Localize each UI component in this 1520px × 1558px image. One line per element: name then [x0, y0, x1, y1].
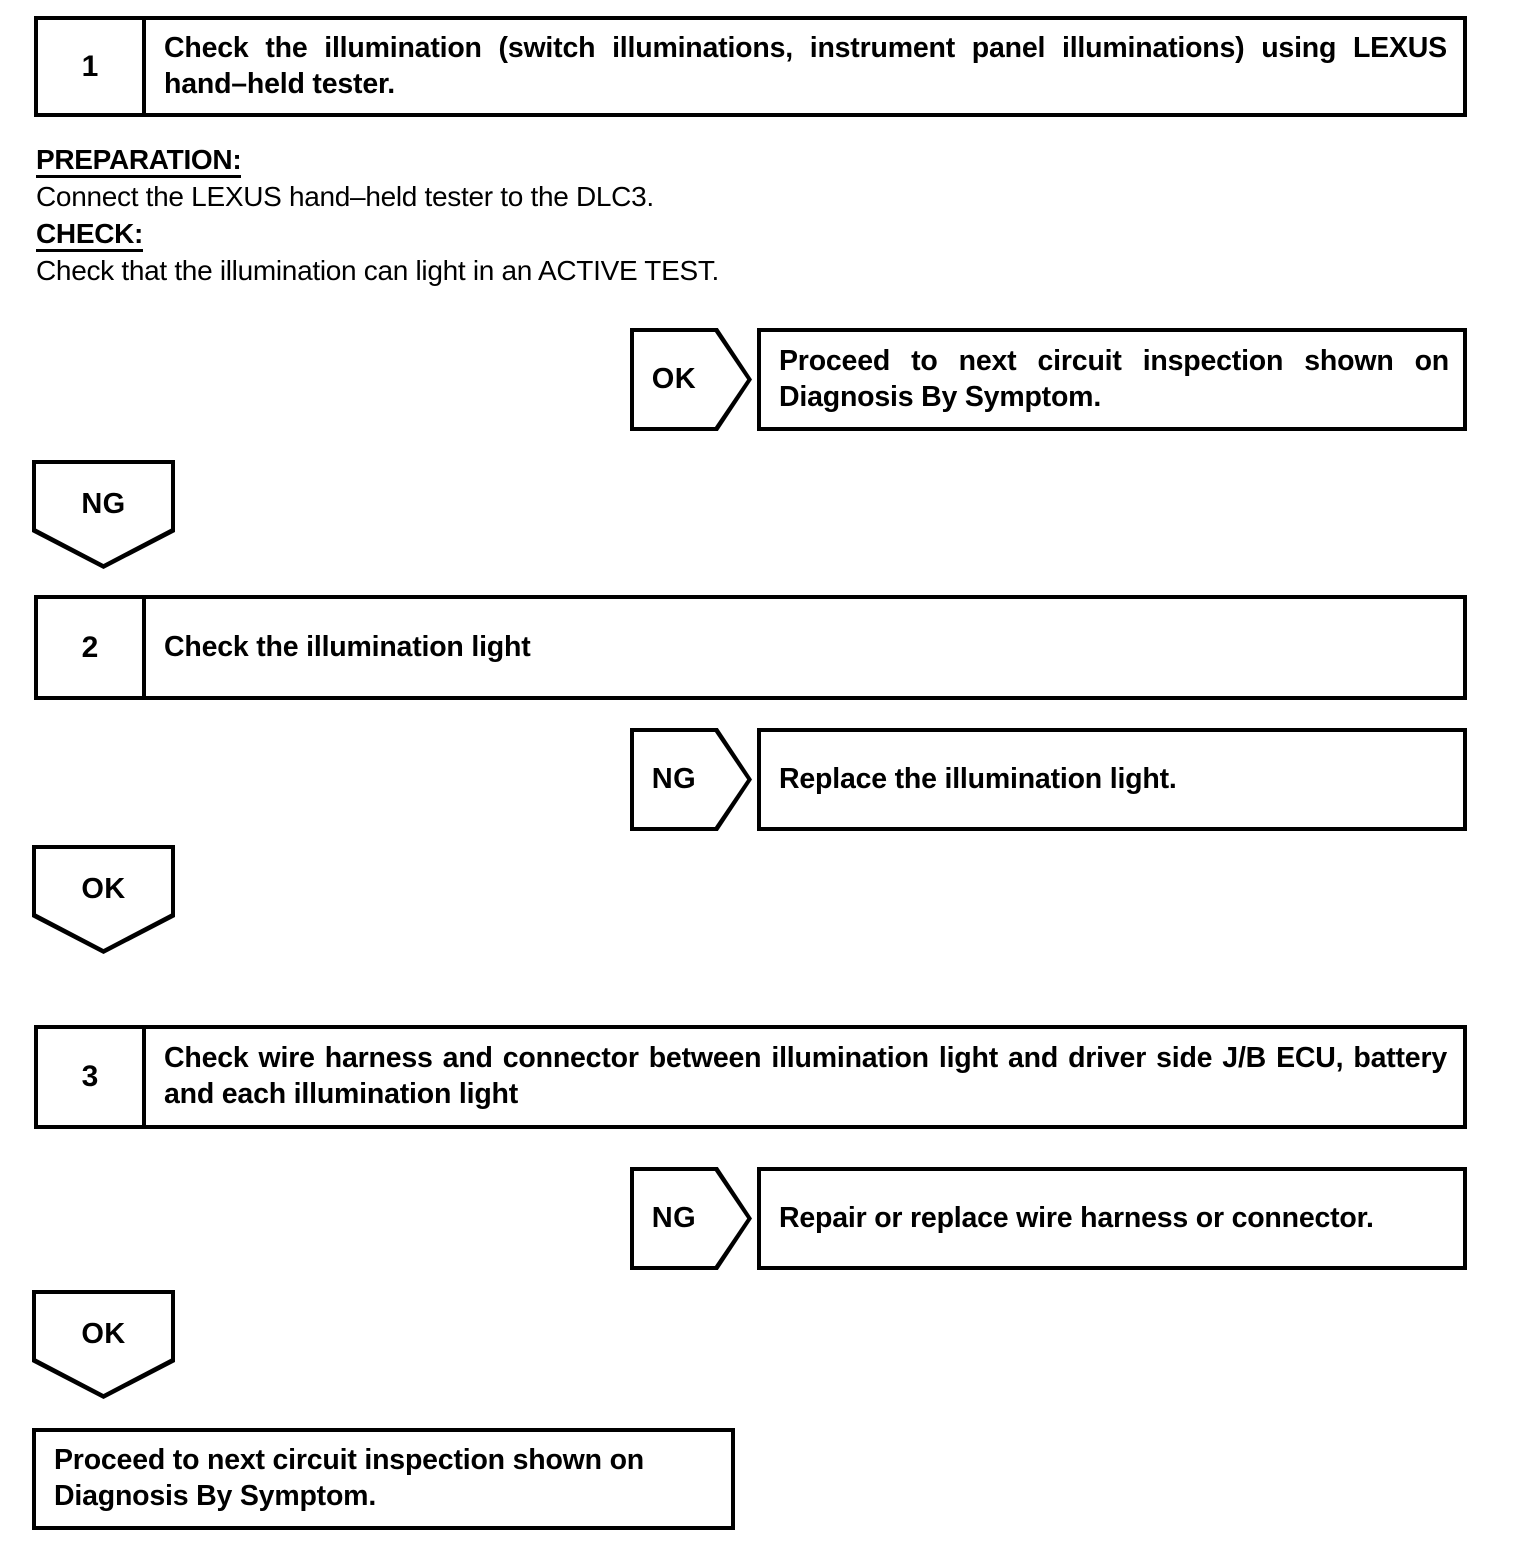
judgement-arrow-ng-2: NG	[630, 728, 752, 831]
branch-label-ng-1: NG	[81, 488, 126, 520]
step-number-1: 1	[38, 20, 146, 113]
result-box-2: Replace the illumination light.	[757, 728, 1467, 831]
note-body-check: Check that the illumination can light in…	[36, 255, 720, 286]
terminal-text: Proceed to next circuit inspection shown…	[54, 1444, 644, 1512]
result-text-1: Proceed to next circuit inspection shown…	[779, 344, 1449, 413]
step-instruction-1: Check the illumination (switch illuminat…	[164, 31, 1447, 100]
note-body-preparation: Connect the LEXUS hand–held tester to th…	[36, 181, 654, 212]
step-box-2: 2 Check the illumination light	[34, 595, 1467, 700]
step-number-2: 2	[38, 599, 146, 696]
judgement-label-ng-3: NG	[651, 1202, 697, 1234]
branch-label-ok-2: OK	[81, 873, 126, 905]
note-row-preparation: PREPARATION: Connect the LEXUS hand–held…	[36, 146, 936, 211]
terminal-box: Proceed to next circuit inspection shown…	[32, 1428, 735, 1530]
step-instruction-2: Check the illumination light	[164, 630, 531, 663]
branch-arrow-ng-1: NG	[32, 460, 175, 569]
step-instruction-3: Check wire harness and connector between…	[164, 1042, 1447, 1110]
judgement-arrow-ok-1: OK	[630, 328, 752, 431]
step-number-3: 3	[38, 1029, 146, 1125]
note-heading-preparation: PREPARATION:	[36, 146, 242, 178]
note-heading-check: CHECK:	[36, 220, 143, 252]
judgement-arrow-ng-3: NG	[630, 1167, 752, 1270]
note-row-check: CHECK: Check that the illumination can l…	[36, 220, 936, 285]
branch-arrow-ok-3: OK	[32, 1290, 175, 1399]
result-text-2: Replace the illumination light.	[779, 762, 1177, 795]
preparation-note: PREPARATION: Connect the LEXUS hand–held…	[36, 146, 936, 294]
judgement-label-ok-1: OK	[651, 363, 697, 395]
result-box-1: Proceed to next circuit inspection shown…	[757, 328, 1467, 431]
result-box-3: Repair or replace wire harness or connec…	[757, 1167, 1467, 1270]
result-text-3: Repair or replace wire harness or connec…	[779, 1201, 1374, 1234]
branch-label-ok-3: OK	[81, 1318, 126, 1350]
branch-arrow-ok-2: OK	[32, 845, 175, 954]
step-box-1: 1 Check the illumination (switch illumin…	[34, 16, 1467, 117]
step-box-3: 3 Check wire harness and connector betwe…	[34, 1025, 1467, 1129]
judgement-label-ng-2: NG	[651, 763, 697, 795]
